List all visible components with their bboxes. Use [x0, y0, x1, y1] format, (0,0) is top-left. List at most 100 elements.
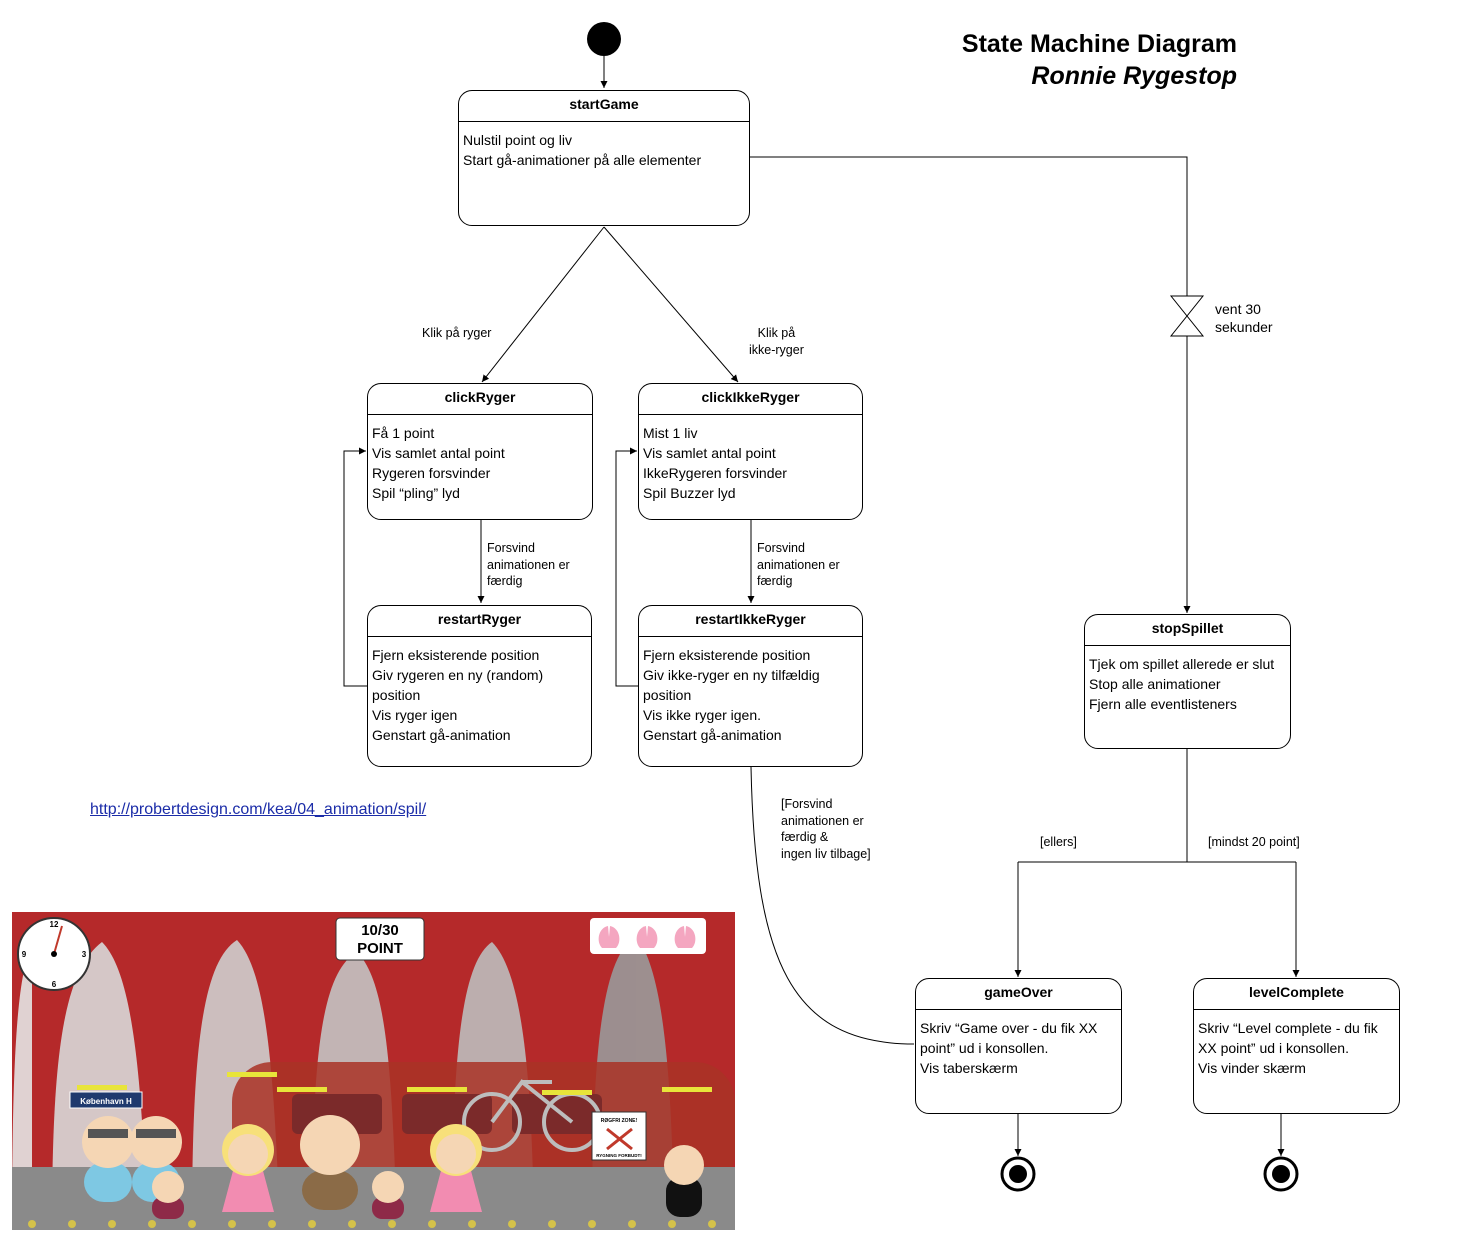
clock-number: 3 — [82, 950, 87, 959]
state-name: stopSpillet — [1085, 615, 1290, 646]
character-smoker[interactable] — [430, 1124, 482, 1212]
state-startgame: startGame Nulstil point og liv Start gå-… — [458, 90, 750, 226]
character-nonsmoker[interactable] — [664, 1145, 704, 1217]
state-line: IkkeRygeren forsvinder — [643, 465, 787, 481]
state-restartryger: restartRyger Fjern eksisterende position… — [367, 605, 592, 767]
ceiling-lights — [77, 1072, 712, 1095]
state-line: Vis ryger igen — [372, 707, 458, 723]
state-line: Spil Buzzer lyd — [643, 485, 736, 501]
platform-floor — [12, 1167, 735, 1230]
state-line: Vis samlet antal point — [372, 445, 505, 461]
state-line: position — [643, 687, 692, 703]
score-panel: 10/30 POINT — [335, 917, 425, 961]
label-line: Klik på ryger — [422, 326, 492, 340]
lung-icon — [674, 926, 696, 948]
state-line: Vis ikke ryger igen. — [643, 707, 762, 723]
state-line: point” ud i konsollen. — [920, 1040, 1049, 1056]
state-body: Tjek om spillet allerede er slut Stop al… — [1085, 646, 1290, 714]
final-state-gameover — [1000, 1156, 1036, 1192]
state-line: Tjek om spillet allerede er slut — [1089, 656, 1275, 672]
label-line: animationen er — [757, 557, 840, 572]
edge-restartryger-loop — [343, 447, 367, 687]
initial-state — [587, 22, 621, 56]
state-stopspillet: stopSpillet Tjek om spillet allerede er … — [1084, 614, 1291, 749]
state-name: clickRyger — [368, 384, 592, 415]
state-clickikkeryger: clickIkkeRyger Mist 1 liv Vis samlet ant… — [638, 383, 863, 520]
state-name: startGame — [459, 91, 749, 122]
clock-icon: 12 3 6 9 — [17, 917, 91, 991]
edge-start-clickikkeryger — [603, 226, 739, 383]
station-sign-text: København H — [80, 1097, 132, 1106]
state-line: Få 1 point — [372, 425, 435, 441]
state-line: Start gå-animationer på alle elementer — [463, 152, 702, 168]
edge-start-stop — [750, 156, 1191, 613]
state-body: Fjern eksisterende position Giv rygeren … — [368, 637, 591, 745]
transition-label-timer: vent 30 sekunder — [1215, 300, 1273, 336]
state-restartikkeryger: restartIkkeRyger Fjern eksisterende posi… — [638, 605, 863, 767]
transition-label-klik-ikke-ryger: Klik på ikke-ryger — [749, 325, 804, 358]
transition-label-ellers: [ellers] — [1040, 834, 1077, 851]
state-gameover: gameOver Skriv “Game over - du fik XX po… — [915, 978, 1122, 1114]
label-line: [ellers] — [1040, 835, 1077, 849]
character-smoker[interactable] — [82, 1116, 134, 1202]
state-line: position — [372, 687, 421, 703]
state-line: Fjern eksisterende position — [643, 647, 811, 663]
no-smoking-sign: RØGFRI ZONE! RYGNING FORBUDT! — [591, 1111, 647, 1161]
edge-restartikke-loop — [615, 447, 638, 687]
state-line: Skriv “Game over - du fik XX — [920, 1020, 1098, 1036]
label-line: sekunder — [1215, 319, 1273, 335]
state-name: gameOver — [916, 979, 1121, 1010]
diagram-title: State Machine Diagram — [961, 30, 1237, 58]
state-line: Vis vinder skærm — [1198, 1060, 1306, 1076]
state-clickryger: clickRyger Få 1 point Vis samlet antal p… — [367, 383, 593, 520]
hourglass-icon — [1169, 295, 1205, 337]
label-line: Klik på — [757, 326, 796, 340]
state-name: levelComplete — [1194, 979, 1399, 1010]
edge-start-clickryger — [481, 226, 605, 383]
state-name: restartIkkeRyger — [639, 606, 862, 637]
state-name: restartRyger — [368, 606, 591, 637]
no-smoking-title: RØGFRI ZONE! — [601, 1118, 638, 1124]
state-line: Rygeren forsvinder — [372, 465, 491, 481]
character-child[interactable] — [152, 1171, 184, 1219]
character-nonsmoker[interactable] — [222, 1124, 274, 1212]
character-child[interactable] — [372, 1171, 404, 1219]
label-line: Forsvind — [487, 541, 535, 555]
label-line: Forsvind — [757, 541, 805, 555]
label-line: færdig & — [781, 830, 829, 844]
state-line: Genstart gå-animation — [643, 727, 782, 743]
station-sign: København H — [69, 1091, 143, 1109]
state-line: Skriv “Level complete - du fik — [1198, 1020, 1378, 1036]
bicycle-icon — [462, 1079, 602, 1152]
state-levelcomplete: levelComplete Skriv “Level complete - du… — [1193, 978, 1400, 1114]
transition-label-klik-ryger: Klik på ryger — [422, 325, 491, 342]
clock-number: 9 — [22, 950, 27, 959]
platform-dots — [28, 1220, 716, 1228]
state-line: Mist 1 liv — [643, 425, 698, 441]
game-url-link[interactable]: http://probertdesign.com/kea/04_animatio… — [90, 801, 427, 818]
state-line: Vis taberskærm — [920, 1060, 1018, 1076]
state-body: Skriv “Game over - du fik XX point” ud i… — [916, 1010, 1121, 1078]
state-line: Stop alle animationer — [1089, 676, 1221, 692]
label-line: [mindst 20 point] — [1208, 835, 1300, 849]
label-line: animationen er — [781, 813, 864, 828]
label-line: ingen liv tilbage] — [781, 846, 871, 861]
state-line: Giv rygeren en ny (random) — [372, 667, 544, 683]
label-line: færdig — [487, 574, 523, 588]
diagram-subtitle: Ronnie Rygestop — [1031, 62, 1237, 90]
transition-label-forsvind-ikke-ryger: Forsvind animationen er færdig — [757, 540, 840, 590]
state-line: Vis samlet antal point — [643, 445, 776, 461]
transition-label-forsvind-ryger: Forsvind animationen er færdig — [487, 540, 570, 590]
no-smoking-text: RYGNING FORBUDT! — [596, 1153, 642, 1158]
state-line: Genstart gå-animation — [372, 727, 511, 743]
state-body: Nulstil point og liv Start gå-animatione… — [459, 122, 749, 170]
score-label: POINT — [357, 940, 403, 957]
state-name: clickIkkeRyger — [639, 384, 862, 415]
state-line: XX point” ud i konsollen. — [1198, 1040, 1349, 1056]
score-value: 10/30 — [361, 922, 399, 939]
character-smoker[interactable] — [300, 1115, 360, 1210]
state-line: Spil “pling” lyd — [372, 485, 460, 501]
label-line: ikke-ryger — [749, 342, 804, 357]
state-body: Mist 1 liv Vis samlet antal point IkkeRy… — [639, 415, 862, 503]
